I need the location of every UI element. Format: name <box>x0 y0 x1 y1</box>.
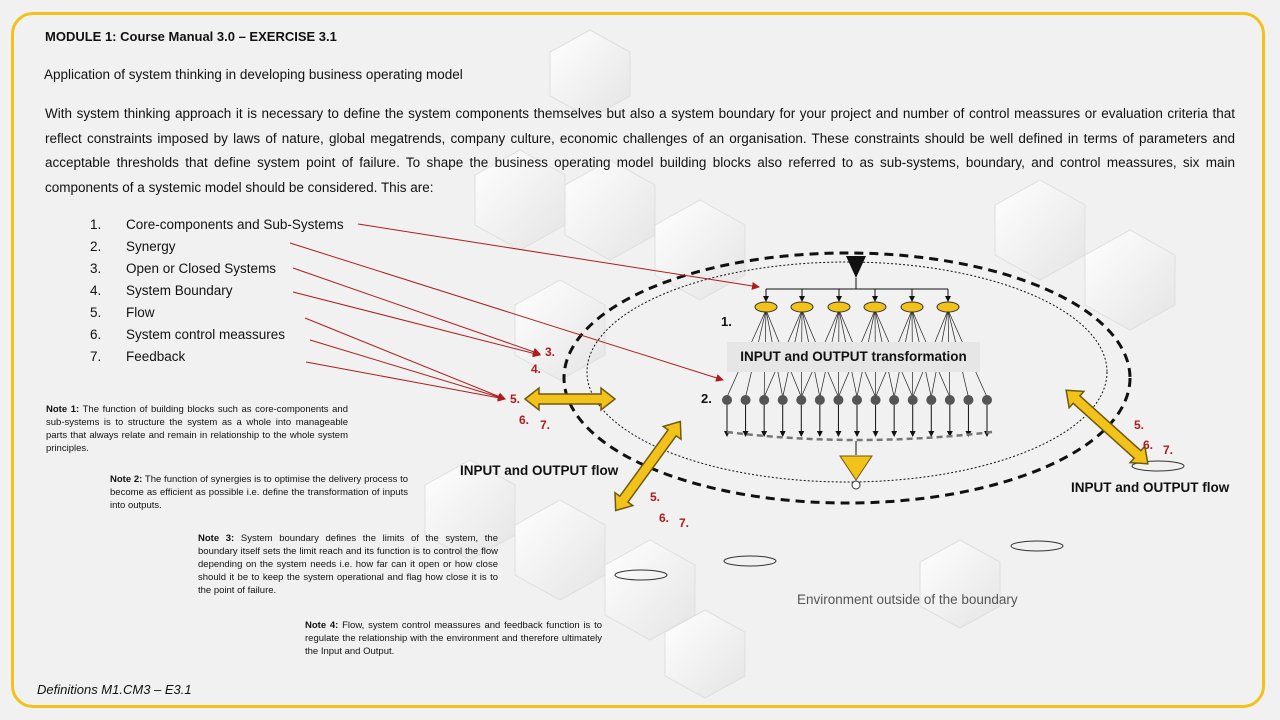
red-label-6: 6. <box>659 511 670 525</box>
list-item: 6.System control meassures <box>90 327 286 342</box>
note-3: Note 3: System boundary defines the limi… <box>198 533 498 596</box>
red-label-5: 5. <box>650 490 661 504</box>
input-triangle <box>846 256 866 278</box>
core-component-node <box>936 301 960 313</box>
sub-system-node <box>833 395 844 405</box>
red-label-7: 7. <box>540 418 551 432</box>
system-boundary-outer <box>562 251 1132 505</box>
red-label-5: 5. <box>510 392 521 406</box>
output-triangle <box>839 455 873 481</box>
sub-system-node <box>944 395 955 405</box>
system-boundary-inner <box>586 261 1108 483</box>
core-component-node <box>863 301 887 313</box>
red-label-4: 4. <box>531 362 542 376</box>
environment-oval <box>1010 540 1064 552</box>
sub-system-node <box>852 395 862 405</box>
sub-system-node <box>926 395 937 405</box>
transformation-label: INPUT and OUTPUT transformation <box>727 342 980 372</box>
sub-system-node <box>889 395 900 405</box>
pointer-arrow-7 <box>305 361 506 402</box>
pointer-arrow-3 <box>292 267 541 356</box>
footer-reference: Definitions M1.CM3 – E3.1 <box>37 682 192 697</box>
sub-system-node <box>796 395 807 405</box>
sub-system-node <box>759 395 770 405</box>
pointer-arrow-4 <box>292 291 541 358</box>
output-point <box>851 480 861 490</box>
core-components <box>754 301 960 313</box>
red-label-6: 6. <box>1143 438 1154 452</box>
flow-label-left: INPUT and OUTPUT flow <box>460 463 619 478</box>
sub-system-node <box>777 395 788 405</box>
red-label-5: 5. <box>1134 418 1145 432</box>
red-label-3: 3. <box>545 345 556 359</box>
core-component-node <box>827 301 851 313</box>
pointer-arrow-6 <box>309 339 506 401</box>
environment-oval <box>723 555 777 567</box>
note-1: Note 1: The function of building blocks … <box>46 404 349 454</box>
core-components-marker: 1. <box>721 314 732 329</box>
component-list: 1.Core-components and Sub-Systems 2.Syne… <box>90 214 344 368</box>
sub-system-node <box>907 395 918 405</box>
list-item: 5.Flow <box>90 305 155 320</box>
list-item: 4.System Boundary <box>90 283 233 298</box>
output-collector <box>726 430 993 442</box>
sub-systems-marker: 2. <box>701 391 712 406</box>
pointer-arrow-5 <box>304 317 506 401</box>
pointer-arrow-1 <box>357 223 760 290</box>
flow-label-right: INPUT and OUTPUT flow <box>1071 480 1230 495</box>
sub-system-node <box>814 395 825 405</box>
flow-arrow-left <box>523 386 617 412</box>
distribution-arrows <box>763 289 951 302</box>
sub-system-nodes <box>722 395 992 437</box>
environment-oval <box>614 569 668 581</box>
red-label-7: 7. <box>1163 443 1174 457</box>
sub-system-node <box>740 395 751 405</box>
slide-frame <box>11 12 1265 708</box>
list-item: 7.Feedback <box>90 349 186 364</box>
core-component-node <box>754 301 778 313</box>
pointer-arrows <box>289 223 760 402</box>
page-title: MODULE 1: Course Manual 3.0 – EXERCISE 3… <box>45 29 337 44</box>
sub-system-node <box>722 395 732 405</box>
list-item: 3.Open or Closed Systems <box>90 261 277 276</box>
core-component-node <box>790 301 814 313</box>
flow-arrow-right <box>1065 389 1149 465</box>
note-2: Note 2: The function of synergies is to … <box>110 474 409 511</box>
note-4: Note 4: Flow, system control meassures a… <box>305 620 603 657</box>
red-label-7: 7. <box>679 516 690 530</box>
core-component-node <box>900 301 924 313</box>
list-item: 2.Synergy <box>90 239 176 254</box>
sub-system-node <box>963 395 974 405</box>
intro-paragraph: With system thinking approach it is nece… <box>45 106 1235 196</box>
environment-oval <box>1131 460 1185 472</box>
sub-system-node <box>982 395 992 405</box>
red-label-6: 6. <box>519 413 530 427</box>
page-subtitle: Application of system thinking in develo… <box>44 67 463 82</box>
flow-arrow-diagonal <box>614 420 682 512</box>
pointer-arrow-2 <box>289 242 724 382</box>
list-item: 1.Core-components and Sub-Systems <box>90 217 344 232</box>
environment-label: Environment outside of the boundary <box>797 592 1018 607</box>
sub-system-node <box>870 395 881 405</box>
